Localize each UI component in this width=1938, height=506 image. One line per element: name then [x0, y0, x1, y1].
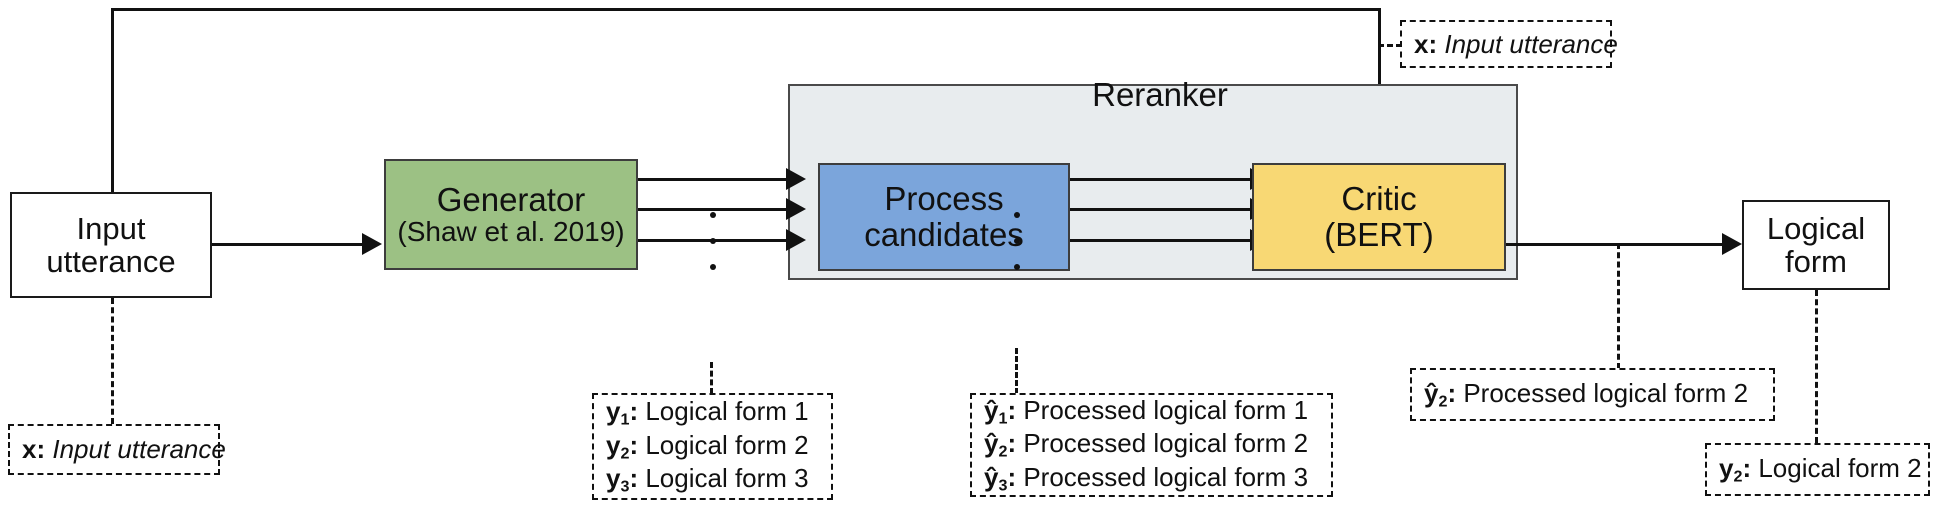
node-generator-line1: Generator	[436, 180, 586, 218]
legend-row: ŷ2: Processed logical form 2	[1424, 378, 1761, 412]
node-input-utterance-line1: Input	[76, 210, 146, 246]
edge-generator-candidate-2	[638, 208, 788, 211]
legend-symbol: ŷ	[984, 461, 999, 492]
legend-symbol: y	[606, 396, 621, 427]
connector-input-legend	[111, 298, 114, 424]
node-critic[interactable]: Critic (BERT)	[1252, 163, 1506, 271]
node-logical-form[interactable]: Logical form	[1742, 200, 1890, 290]
edge-candidates-critic-3	[1070, 239, 1252, 242]
legend-subscript: 2	[620, 444, 630, 463]
legend-separator: :	[1007, 461, 1017, 492]
node-critic-line1: Critic	[1341, 180, 1417, 218]
edge-candidates-critic-2	[1070, 208, 1252, 211]
legend-symbol: x	[22, 434, 37, 465]
legend-symbol: ŷ	[984, 428, 999, 459]
node-process-candidates-line2: candidates	[864, 216, 1024, 253]
edge-critic-to-logical-form-arrowhead	[1722, 233, 1742, 255]
legend-row: y3: Logical form 3	[606, 463, 819, 497]
legend-row: ŷ2: Processed logical form 2	[984, 428, 1319, 462]
node-logical-form-line1: Logical	[1766, 210, 1866, 246]
edge-input-to-generator	[212, 243, 364, 246]
legend-separator: :	[629, 429, 639, 460]
legend-text: Input utterance	[52, 434, 226, 465]
legend-subscript: 3	[620, 477, 630, 496]
legend-symbol: ŷ	[984, 394, 999, 425]
connector-input-legend-top	[1378, 44, 1402, 47]
legend-row: x: Input utterance	[1414, 28, 1618, 60]
legend-text: Logical form 1	[645, 396, 809, 427]
legend-subscript: 2	[998, 442, 1008, 461]
legend-row: ŷ1: Processed logical form 1	[984, 395, 1319, 429]
legend-subscript: 3	[998, 476, 1008, 495]
node-process-candidates-line1: Process	[884, 180, 1004, 218]
legend-symbol: y	[606, 429, 621, 460]
legend-input-utterance-top: x: Input utterance	[1400, 20, 1618, 68]
legend-row: y2: Logical form 2	[1719, 452, 1922, 487]
legend-separator: :	[1742, 452, 1752, 483]
legend-selected-logical-form: y2: Logical form 2	[1705, 443, 1930, 496]
node-generator-line2: (Shaw et al. 2019)	[397, 216, 625, 248]
edge-generator-candidate-2-arrowhead	[786, 198, 806, 220]
feedback-line-horizontal	[111, 8, 1381, 11]
legend-row: y2: Logical form 2	[606, 430, 819, 464]
ellipsis-processed-candidates	[1013, 212, 1021, 270]
legend-selected-processed-form: ŷ2: Processed logical form 2	[1410, 368, 1775, 421]
legend-text: Input utterance	[1444, 28, 1618, 59]
legend-separator: :	[1428, 28, 1438, 59]
legend-text: Logical form 2	[1758, 452, 1922, 483]
legend-symbol: x	[1414, 28, 1429, 59]
legend-symbol: y	[606, 463, 621, 494]
legend-text: Logical form 2	[645, 429, 809, 460]
feedback-line-vertical-left	[111, 8, 114, 194]
connector-generator-legend	[710, 362, 713, 394]
node-process-candidates[interactable]: Process candidates	[818, 163, 1070, 271]
node-generator[interactable]: Generator (Shaw et al. 2019)	[384, 159, 638, 270]
legend-text: Logical form 3	[645, 463, 809, 494]
legend-processed-candidates: ŷ1: Processed logical form 1 ŷ2: Process…	[970, 393, 1333, 497]
reranker-group-label: Reranker	[1092, 76, 1228, 113]
legend-separator: :	[629, 396, 639, 427]
edge-candidates-critic-1	[1070, 178, 1252, 181]
legend-subscript: 2	[1438, 392, 1448, 411]
edge-generator-candidate-1	[638, 178, 788, 181]
legend-input-utterance-bottom: x: Input utterance	[8, 424, 226, 475]
legend-text: Processed logical form 2	[1463, 377, 1749, 408]
connector-selected-logical-legend	[1815, 290, 1818, 443]
legend-subscript: 1	[620, 410, 630, 429]
legend-row: x: Input utterance	[22, 434, 226, 465]
legend-row: ŷ3: Processed logical form 3	[984, 462, 1319, 496]
legend-separator: :	[1447, 377, 1457, 408]
node-critic-line2: (BERT)	[1324, 216, 1434, 253]
node-input-utterance[interactable]: Input utterance	[10, 192, 212, 298]
legend-row: y1: Logical form 1	[606, 396, 819, 430]
legend-text: Processed logical form 1	[1023, 394, 1309, 425]
legend-text: Processed logical form 3	[1023, 461, 1309, 492]
node-input-utterance-line2: utterance	[46, 244, 176, 279]
legend-separator: :	[1007, 394, 1017, 425]
connector-processed-legend	[1015, 348, 1018, 394]
ellipsis-generator-candidates	[709, 212, 717, 270]
legend-text: Processed logical form 2	[1023, 428, 1309, 459]
legend-separator: :	[36, 434, 46, 465]
connector-selected-processed-legend	[1617, 243, 1620, 369]
edge-generator-candidate-3-arrowhead	[786, 229, 806, 251]
legend-subscript: 2	[1733, 467, 1743, 486]
legend-separator: :	[1007, 428, 1017, 459]
feedback-line-vertical-right	[1378, 8, 1381, 142]
legend-subscript: 1	[998, 409, 1008, 428]
legend-separator: :	[629, 463, 639, 494]
edge-input-to-generator-arrowhead	[362, 233, 382, 255]
legend-generator-candidates: y1: Logical form 1 y2: Logical form 2 y3…	[592, 393, 833, 500]
edge-generator-candidate-1-arrowhead	[786, 168, 806, 190]
legend-symbol: y	[1719, 452, 1734, 483]
node-logical-form-line2: form	[1785, 244, 1847, 279]
legend-symbol: ŷ	[1424, 377, 1439, 408]
